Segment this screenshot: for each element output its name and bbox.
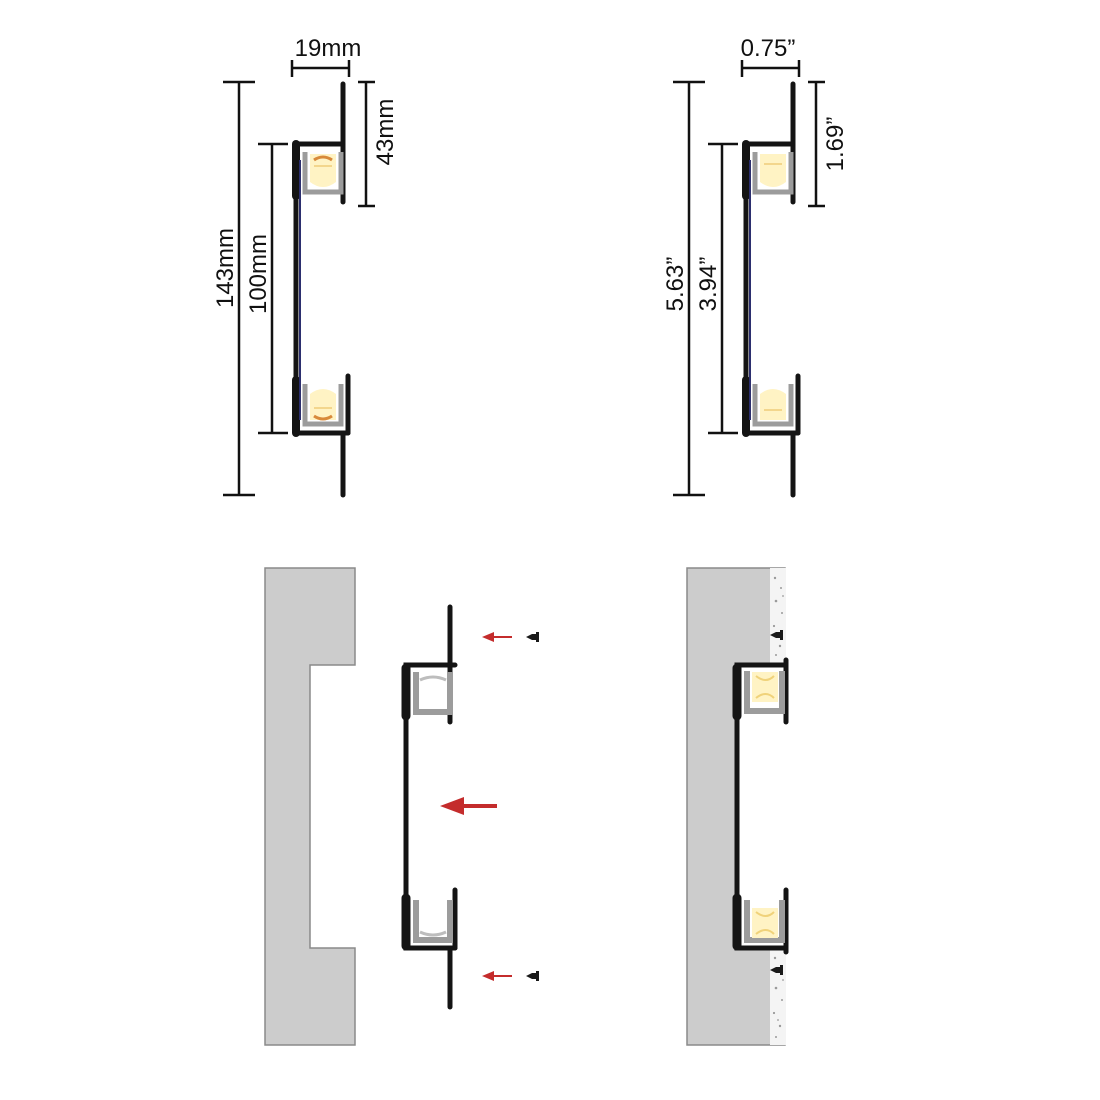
metric-total-height-label: 143mm [212,228,239,308]
metric-top-offset-label: 43mm [372,99,399,166]
metric-dimension-lines [223,60,375,497]
arrow-left-small-top-icon [482,632,512,642]
installed-top-led-strip-icon [744,671,785,714]
arrow-left-icon [440,797,497,815]
metric-bottom-led-icon [302,384,344,427]
screw-icon-bottom [526,971,539,981]
installed-bottom-led-strip-icon [744,900,785,943]
wall-with-recess [264,567,356,1046]
imperial-bottom-led-icon [752,384,794,427]
exploded-bottom-diffuser-icon [413,900,453,943]
metric-width-label: 19mm [295,35,362,62]
exploded-profile [401,604,458,1010]
arrow-left-small-bottom-icon [482,971,512,981]
metric-top-led-icon [302,152,344,195]
metric-inner-height-label: 100mm [245,234,272,314]
imperial-inner-height-label: 3.94” [695,257,722,312]
imperial-profile-section: 0.75” 1.69” 5.63” 3.94” [662,35,849,498]
exploded-top-diffuser-icon [413,672,453,715]
installed-profile [732,657,789,955]
installed-screw-top-icon [770,630,783,640]
screw-icon [526,632,539,642]
imperial-width-label: 0.75” [741,35,796,62]
imperial-profile-body [742,81,801,498]
installed-recess [736,663,786,949]
imperial-dimension-lines [673,60,825,497]
metric-profile-body [292,81,351,498]
installed-screw-bottom-icon [770,965,783,975]
imperial-total-height-label: 5.63” [662,257,689,312]
imperial-top-offset-label: 1.69” [822,117,849,172]
imperial-top-led-icon [752,152,794,195]
metric-profile-section: 19mm 43mm 143mm 100mm [212,35,399,498]
